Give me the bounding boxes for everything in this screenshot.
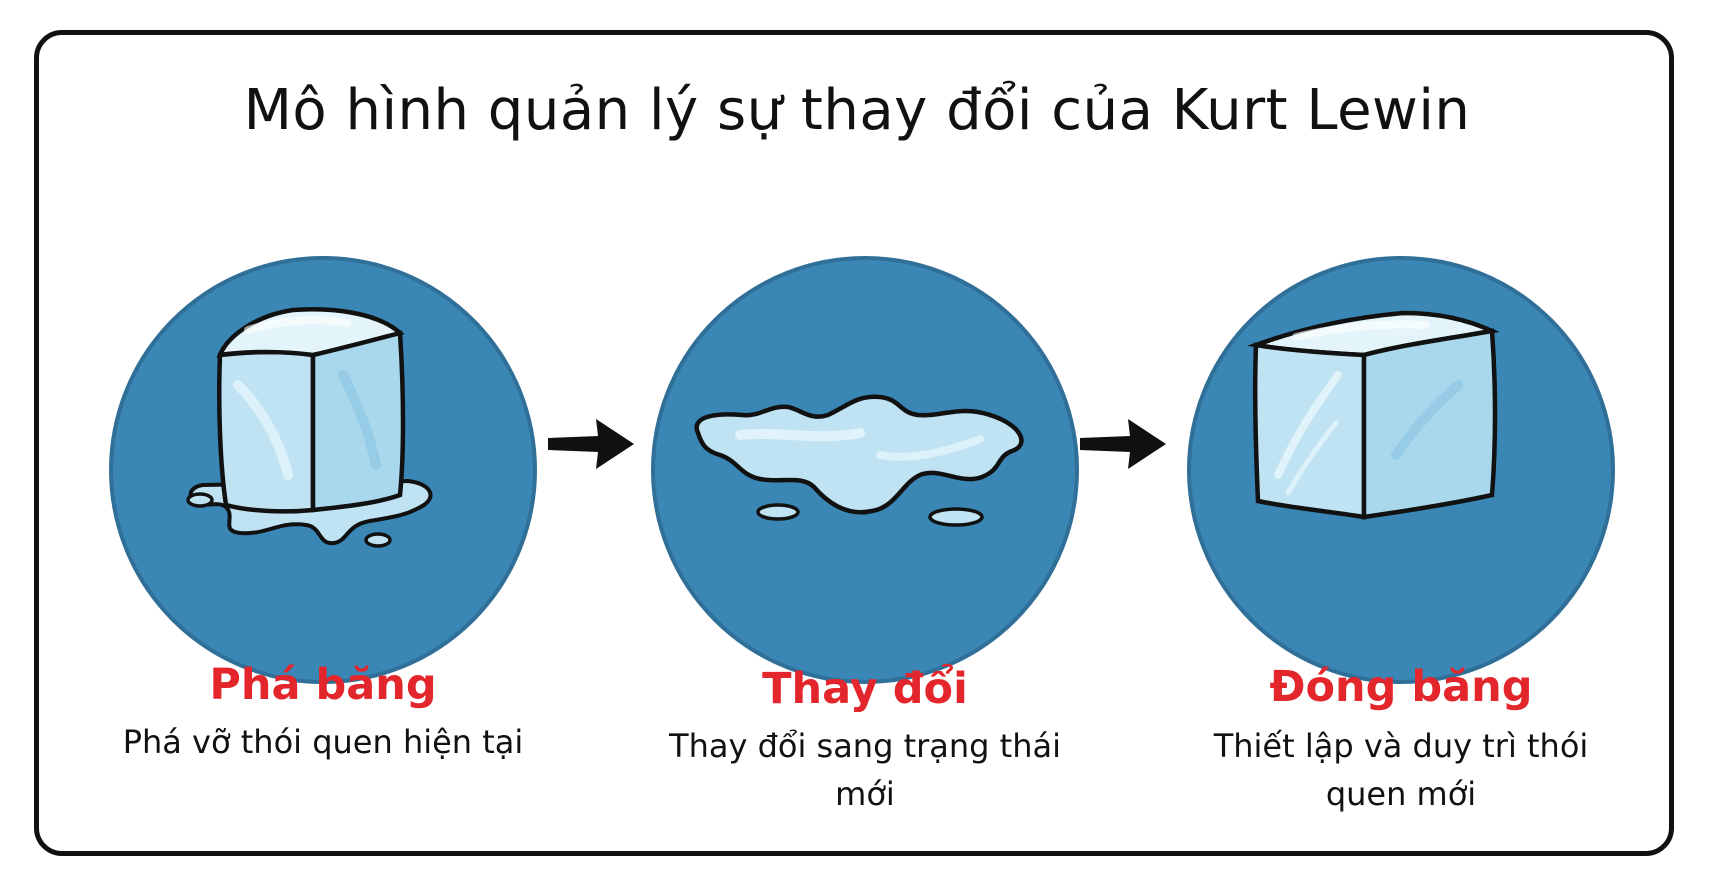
melting-ice-cube-icon (109, 256, 537, 684)
diagram-frame (34, 30, 1674, 856)
stage-description-change: Thay đổi sang trạng thái mới (669, 727, 1061, 813)
stage-description-unfreeze: Phá vỡ thói quen hiện tại (122, 723, 524, 761)
stage-label-change: Thay đổi (762, 664, 968, 714)
water-puddle-icon (651, 256, 1079, 684)
arrow-right-icon (1080, 419, 1166, 469)
arrow-right-icon (548, 419, 634, 469)
stage-change (650, 255, 1080, 685)
stage-refreeze (1186, 255, 1616, 685)
diagram-title: Mô hình quản lý sự thay đổi của Kurt Lew… (243, 78, 1471, 143)
stage-description-refreeze: Thiết lập và duy trì thói quen mới (1213, 727, 1589, 813)
stage-label-refreeze: Đóng băng (1269, 662, 1533, 712)
stage-unfreeze (108, 255, 538, 685)
stage-label-unfreeze: Phá băng (209, 660, 437, 710)
ice-cube-icon (1187, 256, 1615, 684)
